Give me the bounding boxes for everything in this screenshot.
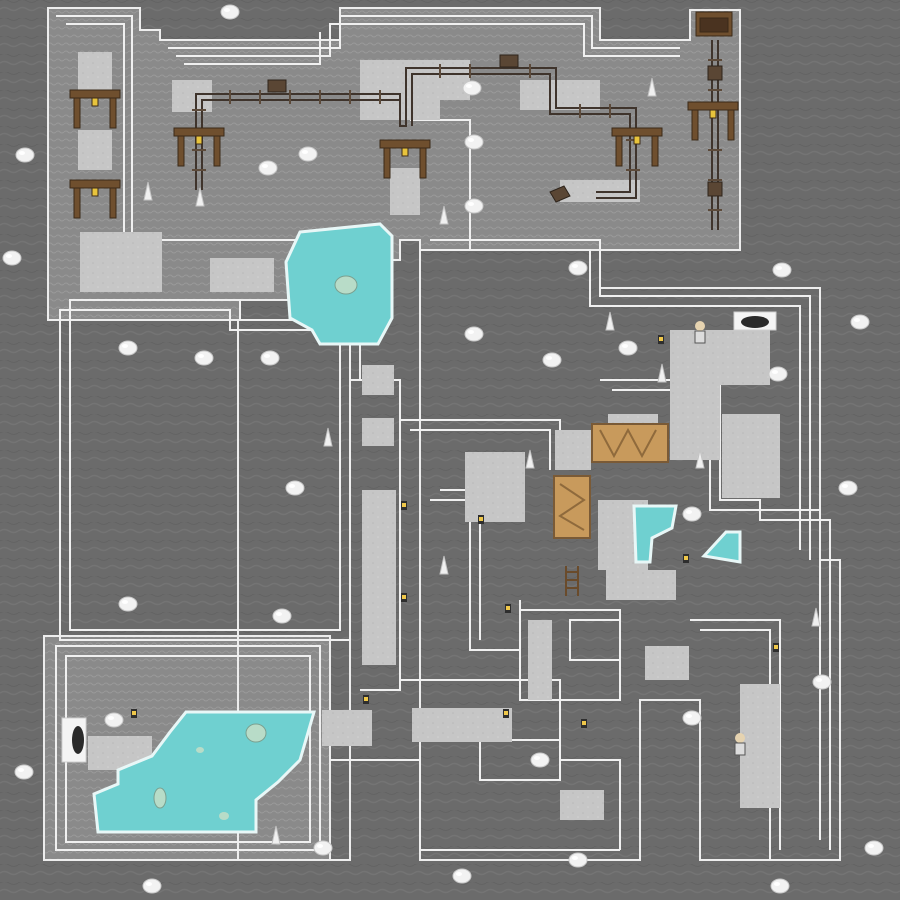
- boulder-icon: [272, 608, 292, 624]
- rail-ties: [192, 59, 722, 211]
- boulder-icon: [260, 350, 280, 366]
- boulder-icon: [864, 840, 884, 856]
- cave-floor: [78, 52, 780, 820]
- boulder-icon: [618, 340, 638, 356]
- stalagmite-icon: [271, 825, 281, 845]
- lantern-icon: [478, 515, 484, 524]
- lanterns: [131, 335, 779, 728]
- boulder-icon: [118, 596, 138, 612]
- stalagmite-icon: [525, 449, 535, 469]
- boulder-icon: [118, 340, 138, 356]
- lantern-icon: [401, 501, 407, 510]
- stalagmites: [143, 77, 821, 845]
- ladder-icon[interactable]: [565, 566, 579, 596]
- cave-exit[interactable]: [61, 311, 777, 763]
- boulder-icon: [530, 752, 550, 768]
- boulder-icon: [285, 480, 305, 496]
- stalagmite-icon: [811, 607, 821, 627]
- lantern-icon: [581, 719, 587, 728]
- boulders: [2, 4, 884, 894]
- boulder-icon: [258, 160, 278, 176]
- stalagmite-icon: [605, 311, 615, 331]
- boulder-icon: [104, 712, 124, 728]
- stalagmite-icon: [647, 77, 657, 97]
- lantern-icon: [363, 695, 369, 704]
- boulder-icon: [464, 198, 484, 214]
- boulder-icon: [464, 134, 484, 150]
- boulder-icon: [772, 262, 792, 278]
- boulder-icon: [568, 852, 588, 868]
- stalagmite-icon: [195, 187, 205, 207]
- trainer-sprite[interactable]: [694, 321, 746, 756]
- lantern-icon: [503, 709, 509, 718]
- stalagmite-icon: [323, 427, 333, 447]
- boulder-icon: [542, 352, 562, 368]
- boulder-icon: [220, 4, 240, 20]
- boulder-icon: [464, 326, 484, 342]
- lantern-icon: [401, 593, 407, 602]
- boulder-icon: [15, 147, 35, 163]
- boulder-icon: [462, 80, 482, 96]
- stalagmite-icon: [695, 449, 705, 469]
- stalagmite-icon: [439, 205, 449, 225]
- boulder-icon: [682, 506, 702, 522]
- boulder-icon: [812, 674, 832, 690]
- water-rocks: [153, 275, 358, 820]
- boulder-icon: [142, 878, 162, 894]
- boulder-icon: [768, 366, 788, 382]
- boulder-icon: [770, 878, 790, 894]
- boulder-icon: [14, 764, 34, 780]
- mine-cart-icon: [267, 54, 723, 203]
- boulder-icon: [2, 250, 22, 266]
- boulder-icon: [838, 480, 858, 496]
- stalagmite-icon: [143, 181, 153, 201]
- boulder-icon: [568, 260, 588, 276]
- lantern-icon: [131, 709, 137, 718]
- boulder-icon: [682, 710, 702, 726]
- boulder-icon: [452, 868, 472, 884]
- stalagmite-icon: [657, 363, 667, 383]
- boulder-icon: [850, 314, 870, 330]
- boulder-icon: [194, 350, 214, 366]
- lantern-icon: [658, 335, 664, 344]
- boulder-icon: [313, 840, 333, 856]
- boulder-icon: [298, 146, 318, 162]
- lantern-icon: [683, 554, 689, 563]
- mine-support: [69, 11, 739, 219]
- stalagmite-icon: [439, 555, 449, 575]
- lantern-icon: [505, 604, 511, 613]
- wooden-bridge[interactable]: [553, 423, 669, 539]
- lantern-icon: [773, 643, 779, 652]
